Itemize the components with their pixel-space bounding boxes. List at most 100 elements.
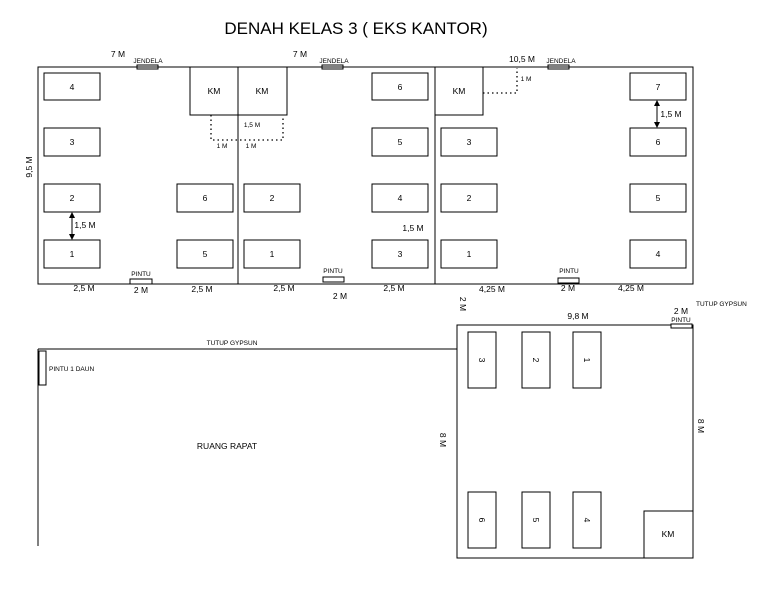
desk-room1 [43, 72, 101, 101]
desk-room3 [440, 127, 498, 157]
door-1 [129, 278, 153, 285]
dim-bottom: 2,5 M [191, 284, 212, 294]
dim-lower-gap: 2 M [458, 297, 468, 311]
desk-lower [521, 491, 551, 549]
door-label-3: PINTU [559, 268, 579, 275]
door-label-1: PINTU [131, 271, 151, 278]
dim-toilet3-dist: 1 M [521, 76, 532, 83]
desk-room1 [176, 183, 234, 213]
desk-room2 [371, 183, 429, 213]
desk-number: 5 [531, 518, 541, 523]
desk-lower [467, 331, 497, 389]
desk-number: 1 [70, 249, 75, 259]
desk-number: 5 [398, 137, 403, 147]
desk-number: 7 [656, 82, 661, 92]
desk-number: 2 [70, 193, 75, 203]
toilet-label: KM [256, 86, 269, 96]
dim-meeting-height: 8 M [438, 433, 448, 447]
desk-lower [572, 331, 602, 389]
door-3 [557, 277, 580, 284]
dim-room2-width: 7 M [293, 49, 307, 59]
desk-number: 4 [70, 82, 75, 92]
desk-room1 [43, 127, 101, 157]
desk-number: 3 [467, 137, 472, 147]
dim-building-height: 9,5 M [24, 156, 34, 177]
desk-number: 2 [467, 193, 472, 203]
desk-lower [467, 491, 497, 549]
desk-number: 4 [582, 518, 592, 523]
desk-number: 4 [398, 193, 403, 203]
meeting-door-label: PINTU 1 DAUN [49, 366, 94, 373]
door-label-2: PINTU [323, 268, 343, 275]
window-label-1: JENDELA [133, 58, 163, 65]
desk-room3 [440, 183, 498, 213]
dim-lower-width: 9,8 M [567, 311, 588, 321]
arrow-down-icon [654, 122, 660, 128]
dim-bottom: 2,5 M [73, 283, 94, 293]
desk-number: 1 [467, 249, 472, 259]
desk-room3 [440, 239, 498, 269]
arrow-up-icon [69, 212, 75, 218]
desk-room3 [629, 239, 687, 269]
window-label-3: JENDELA [546, 58, 576, 65]
desk-number: 6 [398, 82, 403, 92]
desk-lower [572, 491, 602, 549]
meeting-room-name: RUANG RAPAT [197, 441, 257, 451]
desk-room3 [629, 183, 687, 213]
dim-bottom: 2,5 M [383, 283, 404, 293]
dim-lower-height: 8 M [696, 419, 706, 433]
plan-title: DENAH KELAS 3 ( EKS KANTOR) [224, 19, 487, 38]
desk-number: 6 [477, 518, 487, 523]
desk-room2 [371, 239, 429, 269]
lower-door-label: PINTU [671, 317, 691, 324]
desk-number: 3 [398, 249, 403, 259]
meeting-room-door [38, 350, 47, 386]
lower-room-door [670, 323, 693, 329]
dim-bottom: 2 M [134, 285, 148, 295]
desk-number: 2 [270, 193, 275, 203]
dim-bottom: 4,25 M [479, 284, 505, 294]
toilet-room1 [189, 66, 239, 116]
toilet-lower [643, 510, 694, 559]
dim-lower-door-width: 2 M [674, 306, 688, 316]
desk-number: 4 [656, 249, 661, 259]
desk-number: 5 [203, 249, 208, 259]
toilet-label: KM [662, 529, 675, 539]
dim-toilet-dist-b: 1 M [246, 143, 257, 150]
desk-room2 [243, 239, 301, 269]
desk-number: 2 [531, 358, 541, 363]
desk-room1 [43, 183, 101, 213]
desk-room1 [176, 239, 234, 269]
door-2 [322, 276, 345, 283]
dim-gap-room3: 1,5 M [660, 109, 681, 119]
desk-number: 1 [582, 358, 592, 363]
dim-toilet-gap: 1,5 M [244, 122, 260, 129]
meeting-ceiling-label: TUTUP GYPSUN [207, 340, 258, 347]
lower-ceiling-label: TUTUP GYPSUN [696, 301, 747, 308]
desk-number: 3 [70, 137, 75, 147]
toilet-label: KM [453, 86, 466, 96]
dim-toilet-dist-a: 1 M [217, 143, 228, 150]
desk-number: 1 [270, 249, 275, 259]
dim-bottom: 4,25 M [618, 283, 644, 293]
toilet-distance-dotted-line [210, 115, 284, 141]
toilet3-distance-dotted-line [483, 68, 518, 94]
arrow-down-icon [69, 234, 75, 240]
dim-bottom: 2,5 M [273, 283, 294, 293]
dim-room1-width: 7 M [111, 49, 125, 59]
dim-bottom: 2 M [561, 283, 575, 293]
desk-room2 [371, 72, 429, 101]
desk-number: 6 [203, 193, 208, 203]
desk-number: 3 [477, 358, 487, 363]
arrow-up-icon [654, 100, 660, 106]
toilet-label: KM [208, 86, 221, 96]
dim-gap-room2: 1,5 M [402, 223, 423, 233]
desk-room3 [629, 72, 687, 101]
toilet-room3 [434, 66, 484, 116]
desk-room3 [629, 127, 687, 157]
window-label-2: JENDELA [319, 58, 349, 65]
lower-room-outline [456, 324, 694, 559]
desk-number: 5 [656, 193, 661, 203]
toilet-room2 [237, 66, 288, 116]
